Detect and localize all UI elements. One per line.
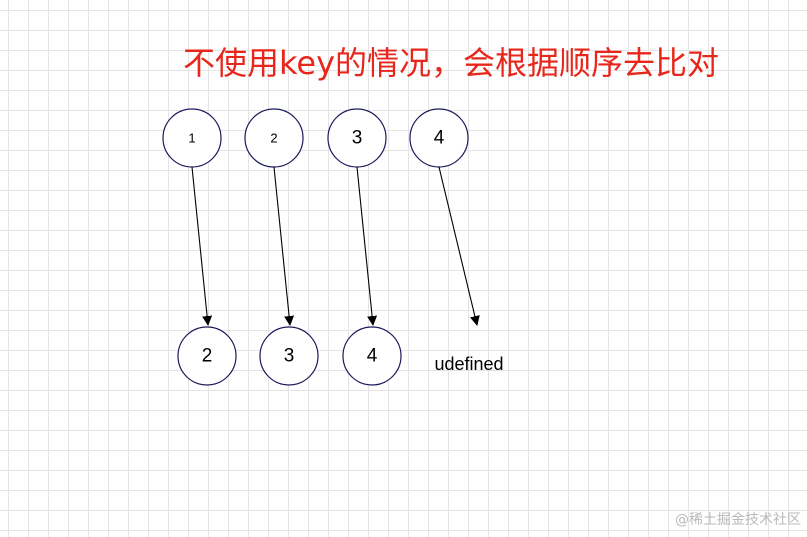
old-node-4: 4 xyxy=(409,108,469,168)
arrow-1-to-2 xyxy=(191,166,213,326)
old-node-2: 2 xyxy=(244,108,304,168)
arrow-2-to-3 xyxy=(273,166,295,326)
new-node-1: 2 xyxy=(177,326,237,386)
new-node-2: 3 xyxy=(259,326,319,386)
old-node-4-label: 4 xyxy=(434,128,445,149)
new-node-1-label: 2 xyxy=(202,346,213,367)
old-node-3-label: 3 xyxy=(352,128,363,149)
new-node-3-label: 4 xyxy=(367,346,378,367)
old-node-1-label: 1 xyxy=(188,131,195,146)
arrow-3-to-4 xyxy=(356,166,378,326)
undefined-label: udefined xyxy=(434,354,503,374)
old-node-1: 1 xyxy=(162,108,222,168)
diagram-title: 不使用key的情况，会根据顺序去比对 xyxy=(183,44,719,82)
new-node-2-label: 3 xyxy=(284,346,295,367)
new-node-3: 4 xyxy=(342,326,402,386)
watermark: @稀土掘金技术社区 xyxy=(675,512,801,528)
old-node-3: 3 xyxy=(327,108,387,168)
arrow-4-to-undefined xyxy=(438,166,480,326)
old-node-2-label: 2 xyxy=(270,131,277,146)
